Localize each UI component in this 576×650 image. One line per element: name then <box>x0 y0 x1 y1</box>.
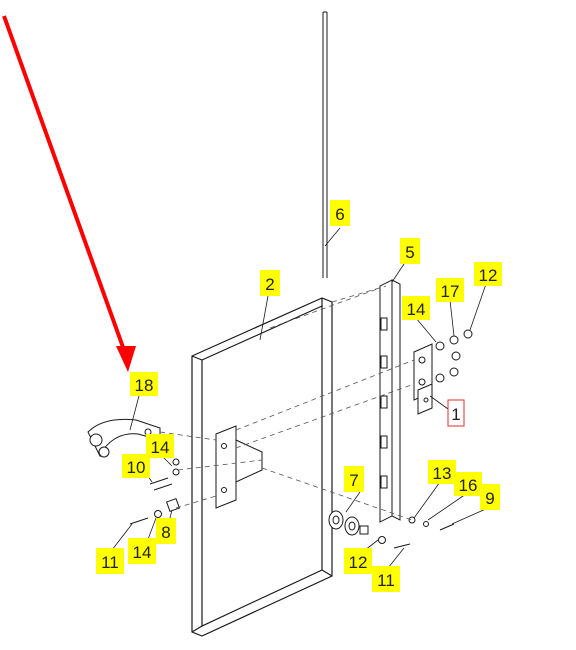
svg-text:5: 5 <box>405 243 414 262</box>
svg-text:13: 13 <box>433 464 452 483</box>
callout-5: 5 <box>400 238 420 264</box>
callout-14-left: 14 <box>146 434 174 458</box>
callout-1: 1 <box>447 399 465 427</box>
callout-13: 13 <box>428 460 456 484</box>
assembly-lines <box>159 285 415 521</box>
svg-text:14: 14 <box>133 543 152 562</box>
callout-2: 2 <box>260 270 280 296</box>
svg-text:11: 11 <box>377 571 395 590</box>
lock-body <box>413 343 433 415</box>
callout-14-upper-right: 14 <box>402 296 430 320</box>
callout-12-upper: 12 <box>474 262 502 286</box>
handle-part <box>87 418 161 458</box>
callout-10: 11 <box>372 566 400 592</box>
hinge-plate <box>215 425 263 509</box>
svg-text:12: 12 <box>349 553 368 572</box>
svg-text:2: 2 <box>265 275 274 294</box>
callout-18: 18 <box>130 372 158 396</box>
red-arrow <box>2 15 136 372</box>
svg-text:1: 1 <box>451 405 460 424</box>
hinge-strip <box>379 279 401 523</box>
svg-text:14: 14 <box>407 300 426 319</box>
right-small-parts <box>408 516 455 531</box>
callout-12-lower: 12 <box>344 548 372 574</box>
svg-text:6: 6 <box>335 205 344 224</box>
svg-text:7: 7 <box>349 471 358 490</box>
center-fasteners <box>328 510 411 549</box>
svg-text:8: 8 <box>161 523 170 542</box>
callout-11-upper: 10 <box>122 454 150 478</box>
callout-7: 7 <box>344 466 364 492</box>
callout-labels: 6 2 5 14 17 12 1 18 <box>96 200 502 592</box>
callout-8: 8 <box>156 518 176 544</box>
rod-part <box>322 11 328 278</box>
svg-text:17: 17 <box>441 282 460 301</box>
svg-text:9: 9 <box>485 489 494 508</box>
svg-text:18: 18 <box>135 376 154 395</box>
svg-text:11: 11 <box>101 553 119 572</box>
callout-11-lower: 11 <box>96 548 124 574</box>
left-fasteners <box>129 458 181 525</box>
svg-text:14: 14 <box>151 438 170 457</box>
callout-16: 16 <box>454 472 482 496</box>
callout-14-lower: 14 <box>128 538 156 564</box>
svg-text:10: 10 <box>127 458 146 477</box>
callout-9: 9 <box>480 484 500 510</box>
svg-text:16: 16 <box>459 476 478 495</box>
lock-fasteners <box>435 329 473 383</box>
callout-17: 17 <box>436 278 464 302</box>
svg-text:12: 12 <box>479 266 498 285</box>
callout-6: 6 <box>330 200 350 226</box>
